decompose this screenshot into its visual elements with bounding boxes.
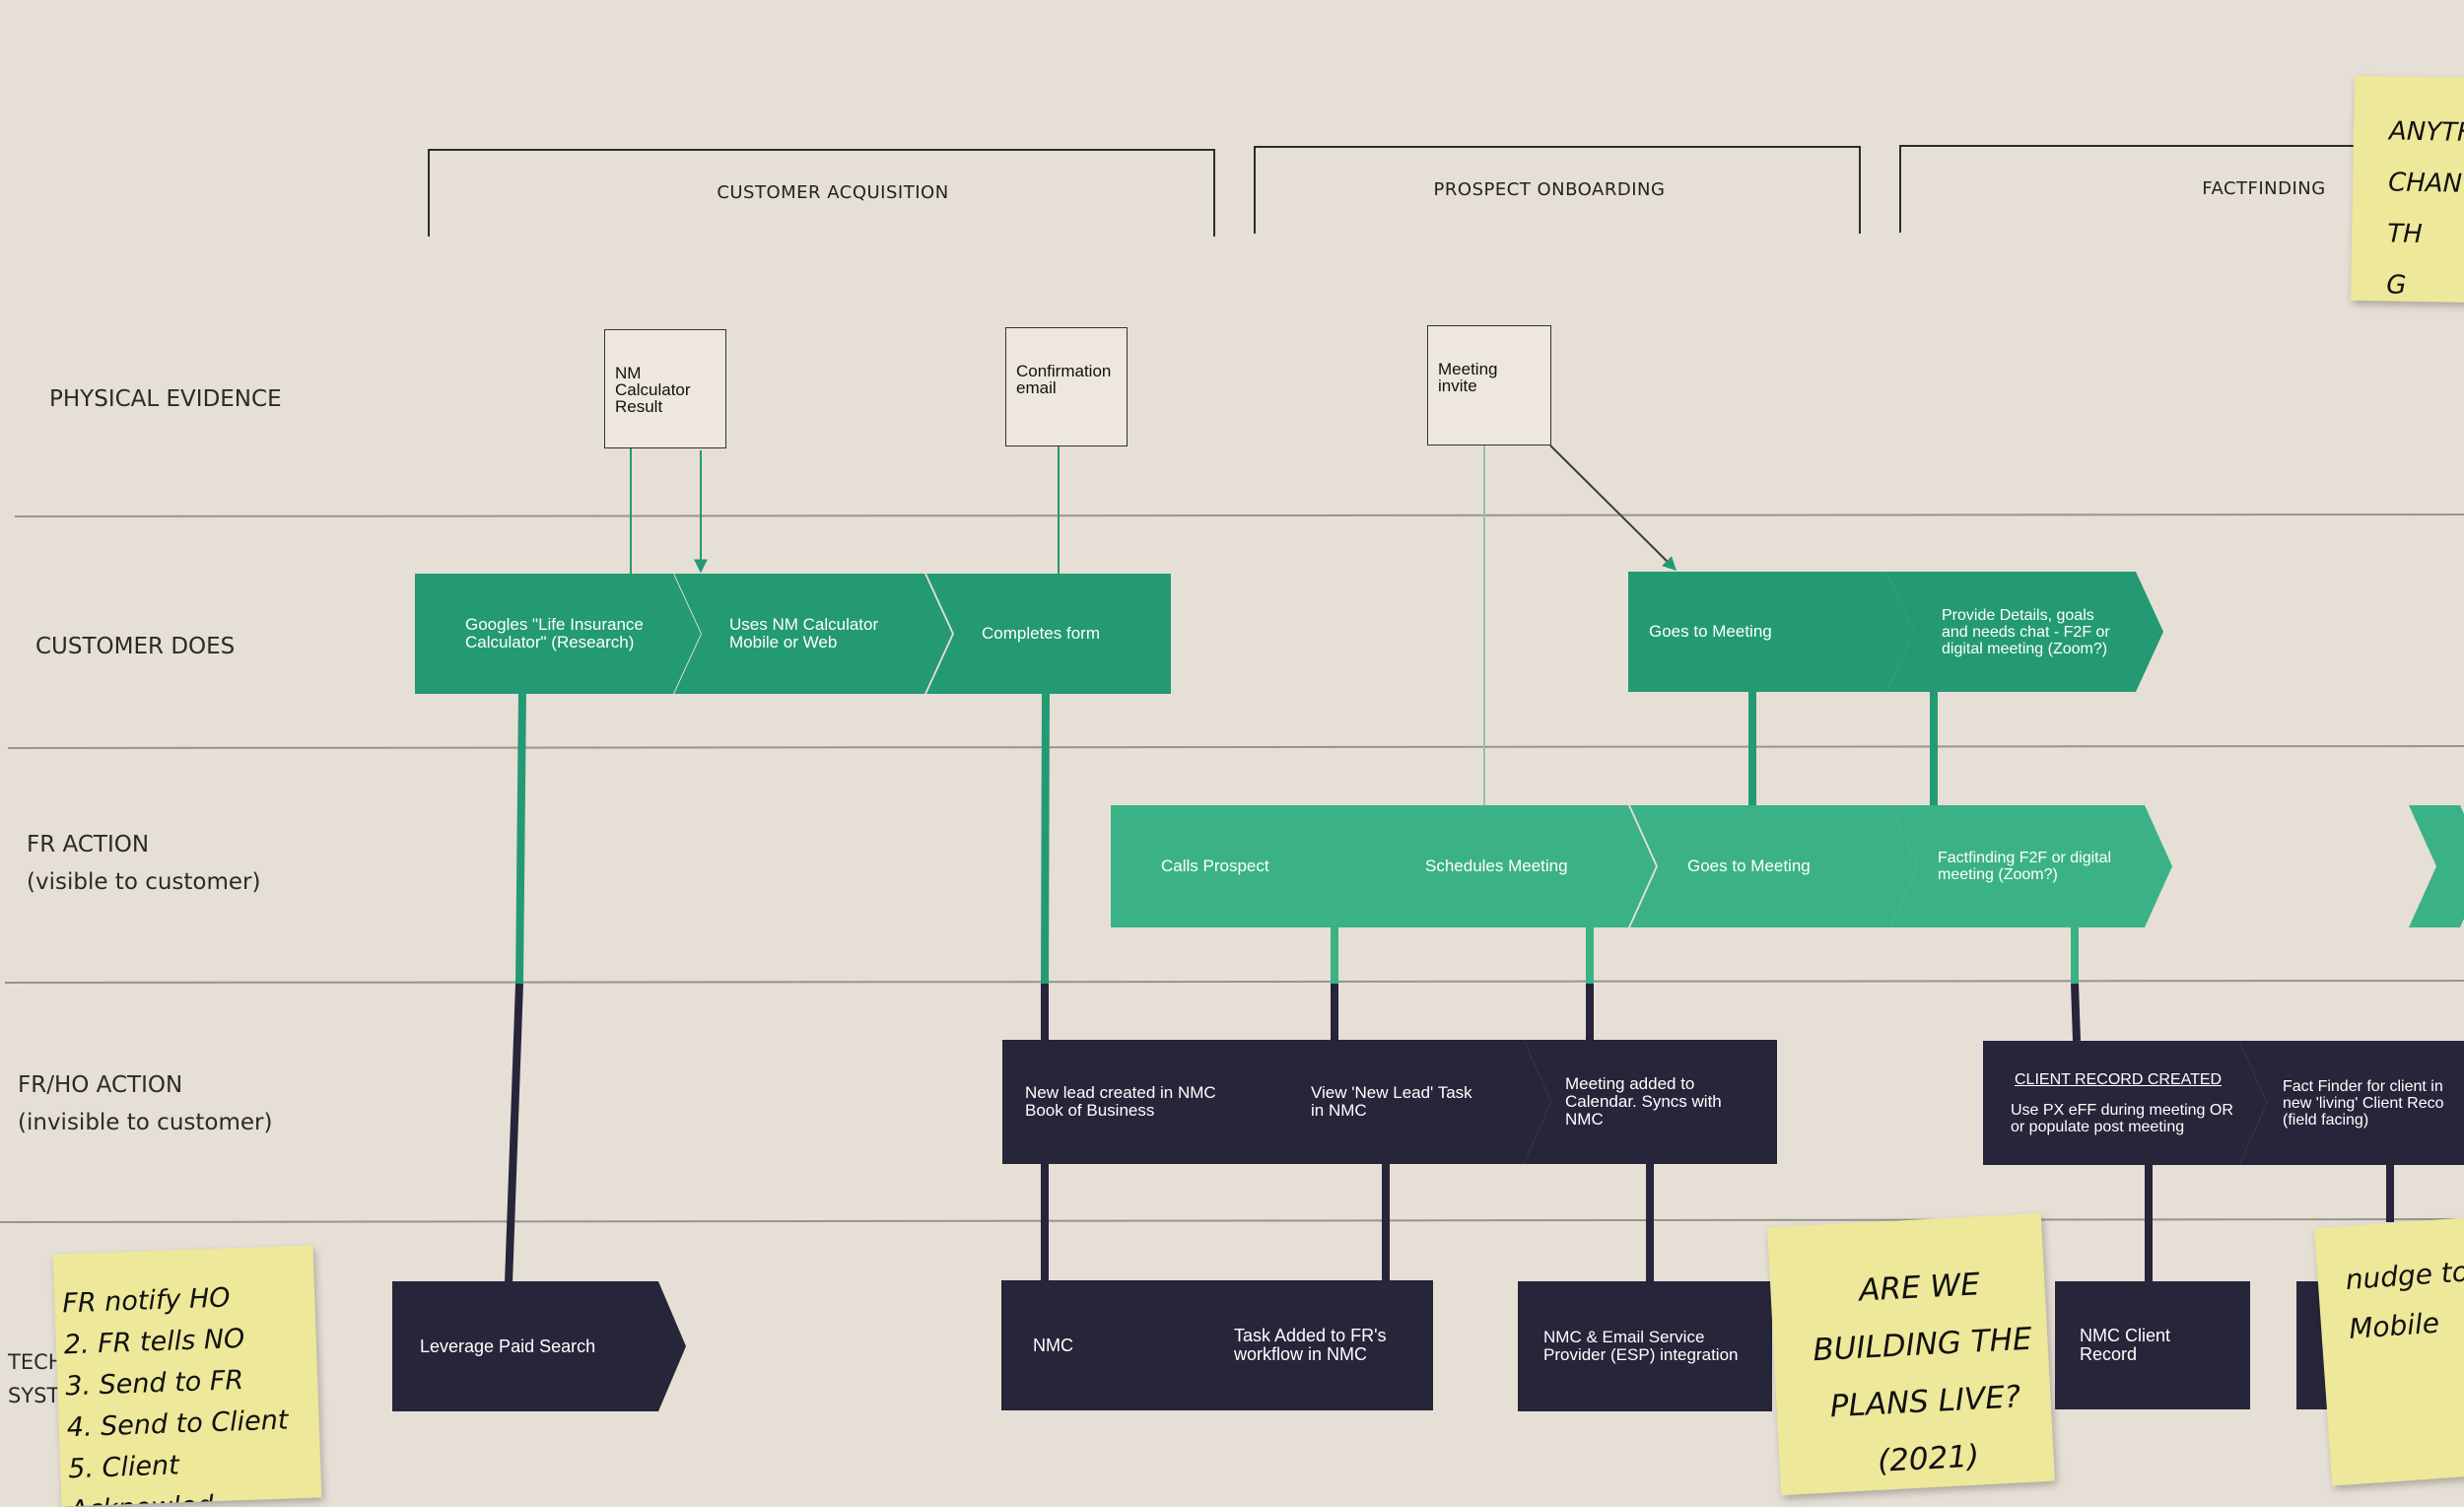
process-step-shape bbox=[1983, 1041, 2267, 1165]
row-label-customer-does: CUSTOMER DOES bbox=[35, 634, 236, 659]
step-label: NMC Client Record bbox=[2080, 1326, 2171, 1364]
step-goes-meeting-fr: Goes to Meeting bbox=[1687, 805, 1888, 927]
evidence-calc-result: NM Calculator Result bbox=[604, 329, 726, 448]
process-step-shape bbox=[2055, 1281, 2250, 1409]
step-label: Schedules Meeting bbox=[1425, 856, 1568, 875]
step-label: Factfinding F2F or digital meeting (Zoom… bbox=[1938, 850, 2112, 883]
step-label: Leverage Paid Search bbox=[420, 1336, 596, 1356]
step-esp: NMC & Email Service Provider (ESP) integ… bbox=[1543, 1281, 1743, 1411]
row-label-fr-action: FR ACTION (visible to customer) bbox=[27, 832, 261, 895]
step-label: NMC bbox=[1033, 1335, 1073, 1355]
phase-brackets bbox=[428, 145, 2464, 237]
step-schedules: Schedules Meeting bbox=[1425, 805, 1626, 927]
step-client-record: CLIENT RECORD CREATED Use PX eFF during m… bbox=[2011, 1041, 2237, 1165]
lane-divider bbox=[7, 745, 2464, 749]
process-step-shape bbox=[392, 1281, 686, 1411]
lane-divider bbox=[4, 980, 2464, 984]
process-step-shape bbox=[1111, 805, 1400, 927]
step-paid-search: Leverage Paid Search bbox=[420, 1281, 656, 1411]
step-label: Completes form bbox=[982, 624, 1100, 643]
step-shapes bbox=[392, 572, 2464, 1411]
phase-label-acq: CUSTOMER ACQUISITION bbox=[717, 182, 949, 203]
step-label: Task Added to FR's workflow in NMC bbox=[1234, 1326, 1387, 1364]
step-label: Meeting added to Calendar. Syncs with NM… bbox=[1565, 1074, 1722, 1129]
row-label-physical-evidence: PHYSICAL EVIDENCE bbox=[49, 386, 282, 412]
step-googles: Googles "Life Insurance Calculator" (Res… bbox=[465, 574, 671, 694]
step-calls: Calls Prospect bbox=[1161, 805, 1370, 927]
phase-label-ff: FACTFINDING bbox=[2202, 178, 2326, 199]
step-label: Goes to Meeting bbox=[1649, 622, 1772, 641]
process-step-shape bbox=[926, 574, 1171, 694]
process-step-shape bbox=[1628, 572, 1914, 692]
sticky-note-anything: ANYTH CHAN TH G bbox=[2351, 75, 2464, 304]
lane-divider bbox=[14, 514, 2464, 517]
step-goes-meeting-c: Goes to Meeting bbox=[1649, 572, 1884, 692]
step-task-added: Task Added to FR's workflow in NMC bbox=[1234, 1280, 1403, 1410]
step-view-task: View 'New Lead' Task in NMC bbox=[1311, 1040, 1522, 1164]
step-nmc-client-record: NMC Client Record bbox=[2080, 1281, 2221, 1409]
step-completes-form: Completes form bbox=[982, 574, 1141, 694]
process-step-shape bbox=[1524, 1040, 1777, 1164]
step-label: Calls Prospect bbox=[1161, 856, 1269, 875]
step-meeting-added: Meeting added to Calendar. Syncs with NM… bbox=[1565, 1040, 1747, 1164]
step-label: Uses NM Calculator Mobile or Web bbox=[729, 615, 879, 651]
flow-connector bbox=[1041, 689, 1050, 985]
flow-connector bbox=[505, 983, 523, 1284]
evidence-arrow bbox=[1549, 445, 1677, 571]
process-step-shape bbox=[1001, 1280, 1218, 1410]
evidence-meeting-invite: Meeting invite bbox=[1427, 325, 1551, 445]
step-new-lead: New lead created in NMC Book of Business bbox=[1025, 1040, 1271, 1164]
step-provide-details: Provide Details, goals and needs chat - … bbox=[1942, 572, 2134, 692]
process-step-shape bbox=[1518, 1281, 1772, 1411]
evidence-confirm-email: Confirmation email bbox=[1005, 327, 1128, 446]
process-step-shape bbox=[1370, 805, 1656, 927]
process-step-shape bbox=[2409, 805, 2464, 927]
step-label: Goes to Meeting bbox=[1687, 856, 1811, 875]
process-step-shape bbox=[674, 574, 952, 694]
process-step-shape bbox=[1002, 1040, 1301, 1164]
step-heading: CLIENT RECORD CREATED bbox=[2015, 1070, 2223, 1088]
flow-connector bbox=[2071, 983, 2081, 1042]
process-step-shape bbox=[1630, 805, 1918, 927]
process-step-shape bbox=[1886, 572, 2163, 692]
step-label: Fact Finder for client in new 'living' C… bbox=[2283, 1077, 2444, 1129]
lane-dividers bbox=[0, 514, 2464, 1223]
flow-connector bbox=[515, 689, 526, 985]
sticky-note-mobile: nudge to Mobile bbox=[2314, 1216, 2464, 1486]
step-factfinding: Factfinding F2F or digital meeting (Zoom… bbox=[1938, 805, 2143, 927]
step-label: Provide Details, goals and needs chat - … bbox=[1942, 606, 2110, 657]
step-label: New lead created in NMC Book of Business bbox=[1025, 1083, 1216, 1120]
phase-label-onb: PROSPECT ONBOARDING bbox=[1433, 179, 1666, 200]
step-fr-partial bbox=[2434, 805, 2458, 927]
step-label: View 'New Lead' Task in NMC bbox=[1311, 1083, 1472, 1120]
step-label: Googles "Life Insurance Calculator" (Res… bbox=[465, 615, 644, 651]
process-step-shape bbox=[2239, 1041, 2464, 1165]
step-fact-finder: Fact Finder for client in new 'living' C… bbox=[2283, 1041, 2456, 1165]
step-label: Use PX eFF during meeting OR or populate… bbox=[2011, 1101, 2233, 1135]
process-step-shape bbox=[1890, 805, 2172, 927]
process-step-shape bbox=[415, 574, 701, 694]
sticky-note-plans-live: ARE WE BUILDING THE PLANS LIVE? (2021) bbox=[1767, 1212, 2055, 1496]
phase-bracket bbox=[428, 149, 1215, 237]
sticky-note-process-steps: FR notify HO 2. FR tells NO 3. Send to F… bbox=[52, 1245, 322, 1507]
step-label: NMC & Email Service Provider (ESP) integ… bbox=[1543, 1328, 1739, 1364]
phase-bracket bbox=[1254, 146, 1861, 234]
lane-divider bbox=[0, 1218, 2464, 1223]
process-step-shape bbox=[1181, 1280, 1433, 1410]
step-uses-calc: Uses NM Calculator Mobile or Web bbox=[729, 574, 923, 694]
phase-bracket bbox=[1899, 145, 2464, 233]
row-label-frho-action: FR/HO ACTION (invisible to customer) bbox=[18, 1072, 273, 1135]
step-nmc: NMC bbox=[1033, 1280, 1189, 1410]
process-step-shape bbox=[1264, 1040, 1551, 1164]
